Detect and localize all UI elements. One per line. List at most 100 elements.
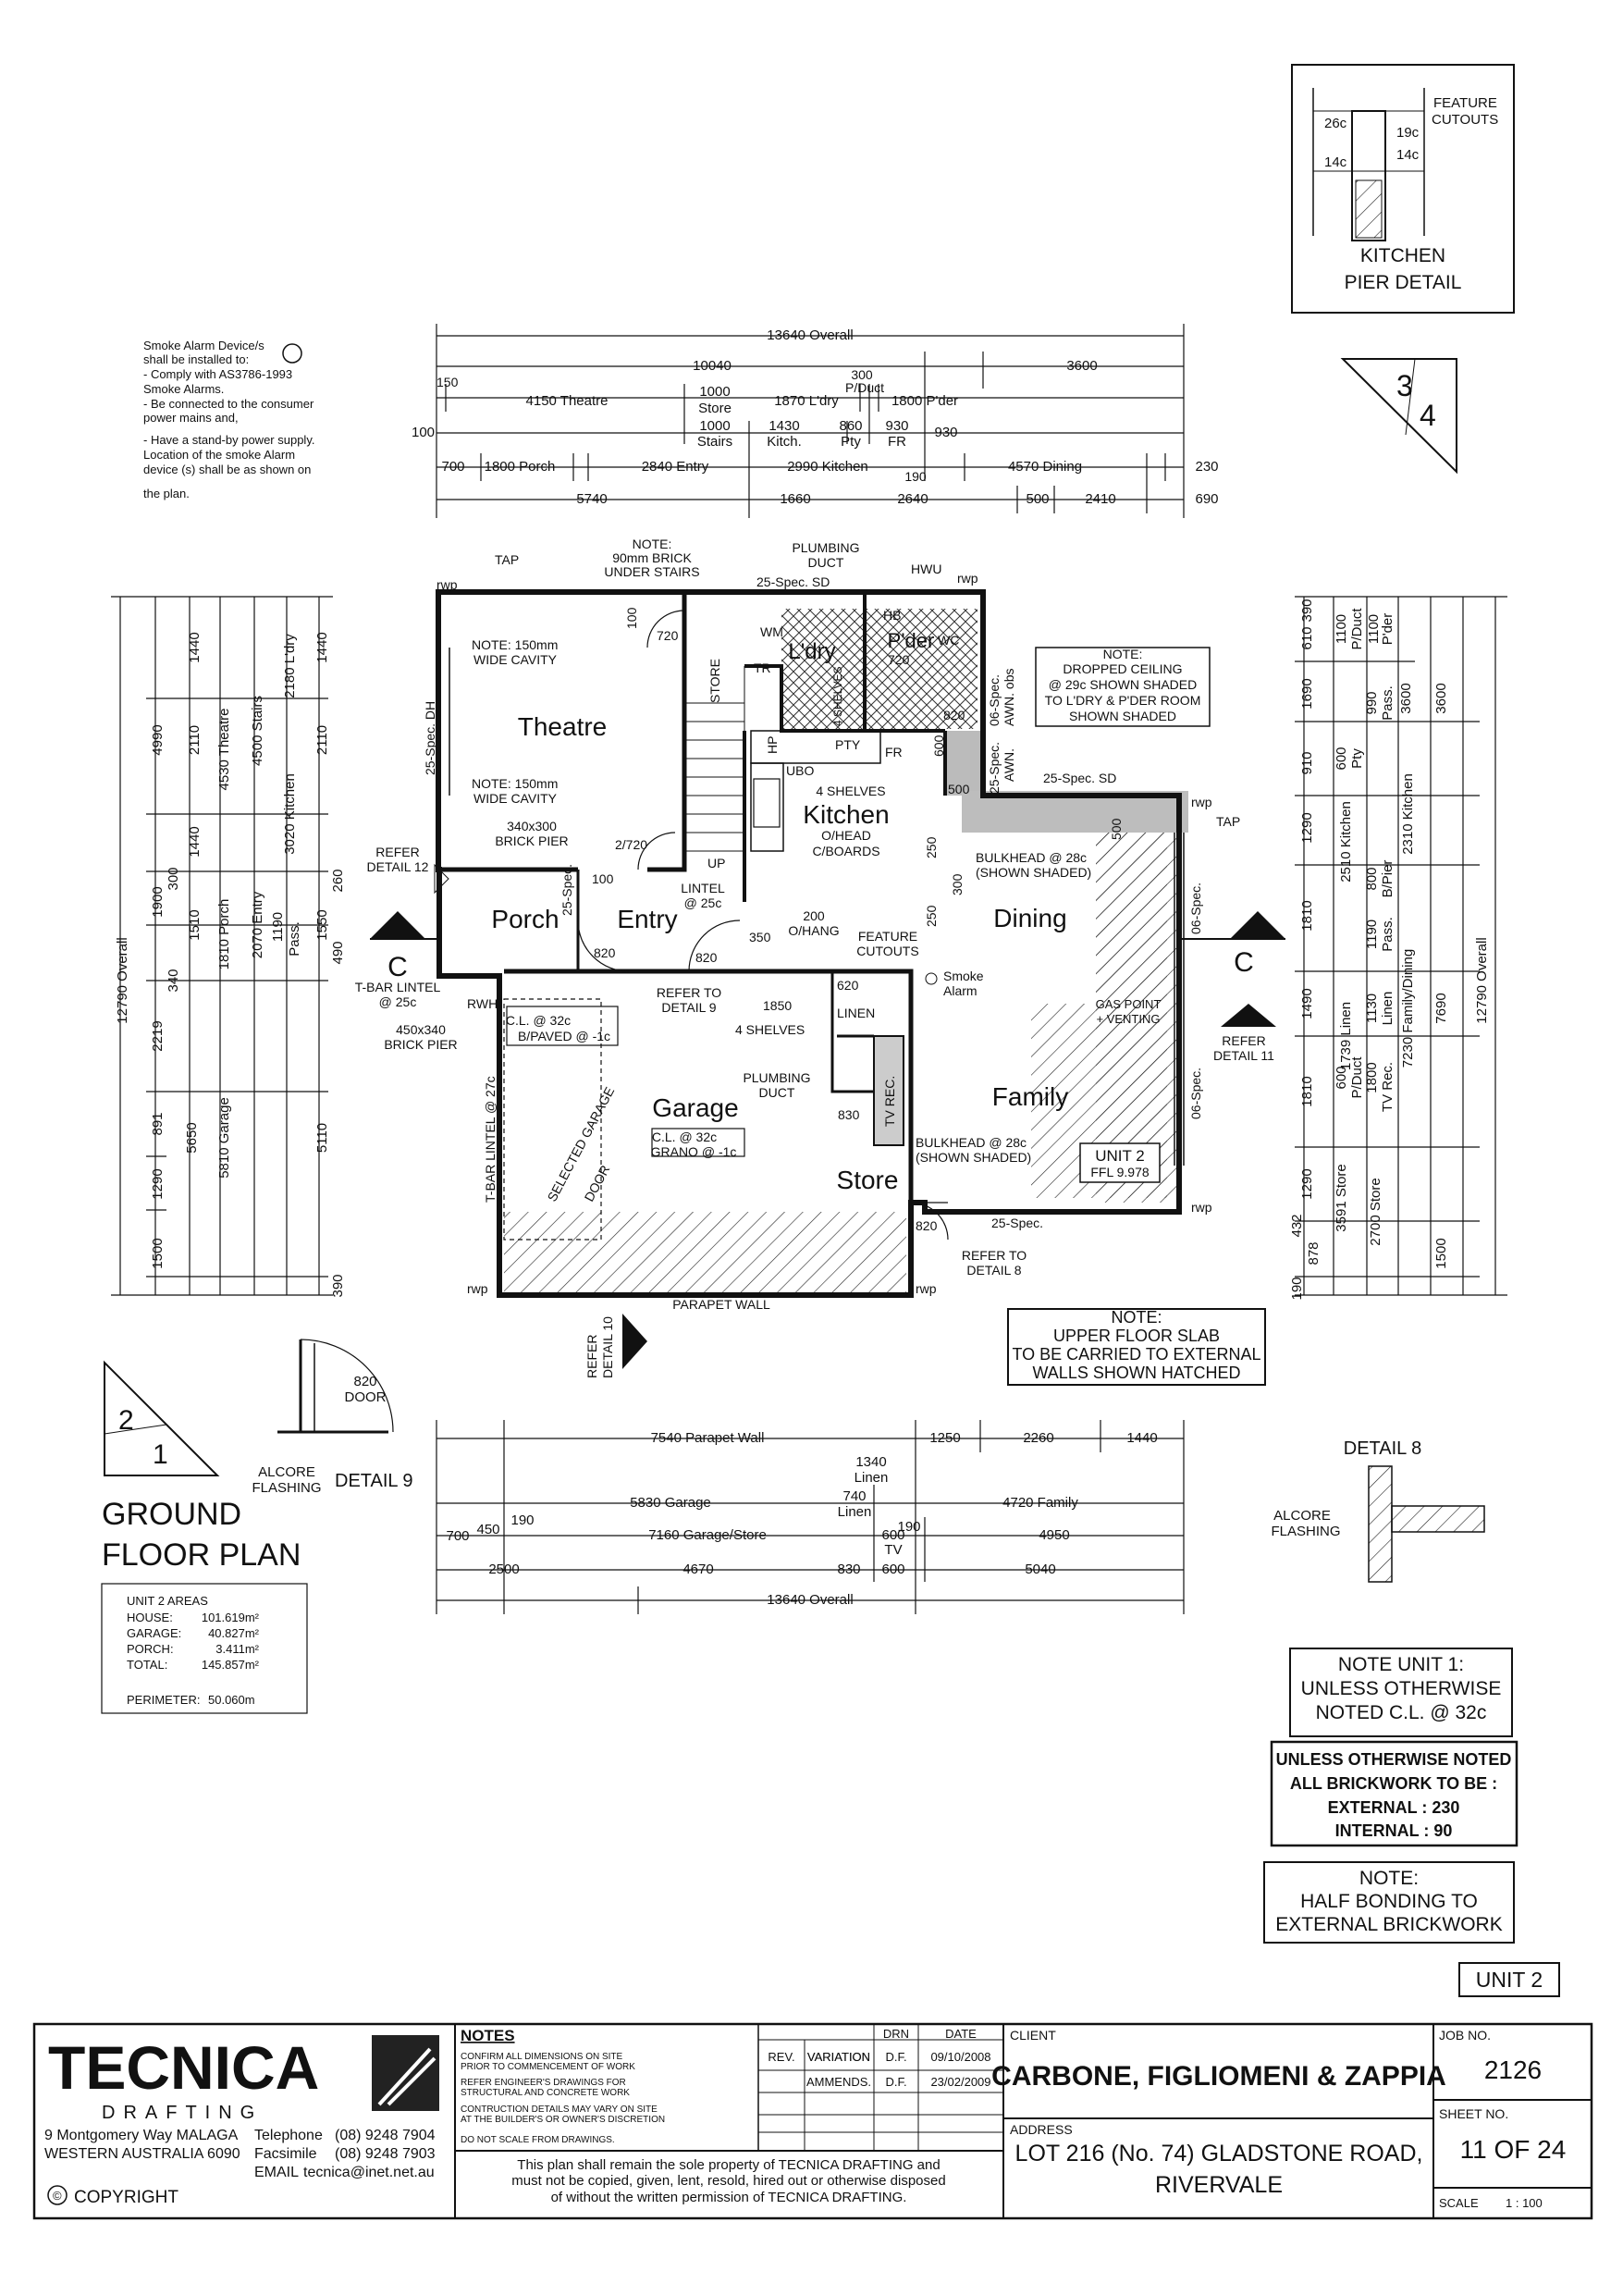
floor-plan [370, 589, 1285, 1369]
label-lintel: @ 25c [684, 895, 722, 910]
dim-right: 1130 [1364, 994, 1380, 1023]
room-theatre: Theatre [518, 712, 608, 741]
label-tap2: TAP [1216, 814, 1240, 829]
label-kitchen-shelves: 4 SHELVES [816, 784, 885, 798]
dim-top-r2b: 1430 [768, 418, 799, 434]
label-garage-door: SELECTED GARAGE [545, 1084, 618, 1204]
note-brick: 90mm BRICK [612, 550, 692, 565]
slab-note-line: NOTE: [1111, 1308, 1162, 1327]
areas-value: 145.857m² [202, 1658, 260, 1672]
dim-bottom: 740 [842, 1488, 866, 1504]
label-smoke: Alarm [943, 983, 977, 998]
label-100: 100 [624, 607, 639, 629]
label-lintel: LINTEL [681, 881, 725, 895]
dim-right: 610 [1299, 626, 1315, 649]
label-tvrec: TV REC. [882, 1076, 897, 1127]
dim-right: 990 [1364, 691, 1380, 714]
dim-bottom: 7160 Garage/Store [648, 1527, 767, 1543]
pier-label-14c-a: 14c [1324, 154, 1347, 170]
dim-right: 3600 [1433, 683, 1449, 713]
top-dimension-labels: 13640 Overall 10040 3600 150 4150 Theatr… [412, 327, 1219, 507]
sheet-ref-triangle-top: 3 4 [1340, 358, 1457, 475]
dim-top-r2a: 300 [851, 367, 873, 382]
label-ubo: UBO [786, 763, 814, 778]
label-rwp: rwp [1191, 795, 1212, 809]
rev-header: DRN [883, 2027, 909, 2041]
dim-right: 600 [1334, 1066, 1349, 1089]
dim-left: 1550 [314, 909, 330, 940]
pier-title-1: KITCHEN [1360, 245, 1445, 266]
dim-right: 7690 [1433, 993, 1449, 1023]
smoke-note-line: - Be connected to the consumer [143, 397, 314, 411]
label-720b: 720 [888, 652, 910, 667]
detail9-alcore: FLASHING [252, 1480, 321, 1496]
dim-left: 1810 Porch [216, 899, 232, 970]
notes-heading: NOTES [461, 2027, 515, 2044]
scale-value: 1 : 100 [1506, 2196, 1543, 2210]
detail-9: 820 DOOR ALCORE FLASHING DETAIL 9 [252, 1339, 412, 1496]
dim-left: 4990 [150, 724, 166, 755]
notes-line: STRUCTURAL AND CONCRETE WORK [461, 2088, 630, 2098]
dim-right: Pty [1349, 748, 1365, 769]
smoke-note-line: - Have a stand-by power supply. [143, 433, 314, 447]
contact-value: (08) 9248 7903 [335, 2146, 436, 2162]
label-500b: 500 [1109, 818, 1124, 840]
sheet-label: SHEET NO. [1439, 2106, 1508, 2121]
ceiling-note: NOTE: DROPPED CEILING @ 29c SHOWN SHADED… [1035, 647, 1211, 727]
label-rwp: rwp [916, 1281, 937, 1296]
room-kitchen: Kitchen [803, 800, 889, 829]
note-bond: HALF BONDING TO [1300, 1891, 1478, 1912]
right-notes: NOTE UNIT 1: UNLESS OTHERWISE NOTED C.L.… [1263, 1648, 1560, 1997]
dim-right: 390 [1299, 599, 1315, 622]
dim-right: 800 [1364, 867, 1380, 890]
job-label: JOB NO. [1439, 2028, 1491, 2043]
dim-bottom: 450 [476, 1522, 499, 1537]
detail-8: DETAIL 8 ALCORE FLASHING [1271, 1438, 1485, 1583]
label-plumbing-duct2: DUCT [759, 1085, 795, 1100]
label-up: UP [707, 856, 725, 870]
areas-value: 101.619m² [202, 1611, 260, 1624]
dim-right: 1190 [1364, 920, 1380, 949]
dim-top-r2b: Pty [841, 434, 861, 450]
detail8-alcore: ALCORE [1273, 1508, 1331, 1524]
label-awn: AWN. [1002, 748, 1016, 782]
label-820b: 820 [594, 945, 616, 960]
dim-right: 1100 [1366, 614, 1382, 644]
label-cl-porch: B/PAVED @ -1c [518, 1029, 610, 1043]
label-hwu: HWU [911, 562, 941, 576]
pier-title-2: PIER DETAIL [1345, 272, 1462, 293]
label-plumbing-duct: PLUMBING [792, 540, 859, 555]
right-dimensions [1295, 596, 1507, 1296]
label-refer9: REFER TO [657, 985, 721, 1000]
contact-value: (08) 9248 7904 [335, 2128, 436, 2143]
label-pier340: BRICK PIER [495, 833, 568, 848]
dim-left: 260 [330, 869, 346, 892]
label-gas: + VENTING [1097, 1012, 1161, 1026]
bottom-dimensions [436, 1420, 1185, 1614]
label-awn: 25-Spec. [987, 742, 1002, 794]
dim-top-r4: 2410 [1085, 491, 1115, 507]
dim-top-r3: 230 [1195, 459, 1218, 475]
label-820c: 820 [695, 950, 718, 965]
label-720: 720 [657, 628, 679, 643]
note-brick-line: UNLESS OTHERWISE NOTED [1276, 1750, 1512, 1769]
dim-top-r2b: Stairs [697, 434, 732, 450]
dim-right-overall: 12790 Overall [1474, 937, 1490, 1023]
property-line: This plan shall remain the sole property… [517, 2157, 940, 2173]
rev-header: DATE [945, 2027, 977, 2041]
note-brick: NOTE: [633, 537, 672, 551]
label-spec06b: 06-Spec. [1188, 1068, 1203, 1119]
note-unit1: NOTED C.L. @ 32c [1316, 1702, 1487, 1723]
dim-right: 432 [1289, 1214, 1305, 1237]
areas-perimeter-label: PERIMETER: [127, 1693, 200, 1707]
label-600: 600 [931, 734, 946, 757]
label-door272: 2/720 [615, 837, 647, 852]
room-family: Family [992, 1082, 1068, 1111]
note-brick: UNDER STAIRS [604, 564, 699, 579]
label-cl-garage: GRANO @ -1c [651, 1144, 737, 1159]
dim-top-r2a: 1870 L'dry [774, 393, 839, 409]
label-wm: WM [760, 624, 783, 639]
rev-date: 23/02/2009 [930, 2075, 990, 2089]
sheet-ref-triangle-left: 2 1 [104, 1360, 220, 1476]
dim-right: 878 [1306, 1241, 1322, 1265]
